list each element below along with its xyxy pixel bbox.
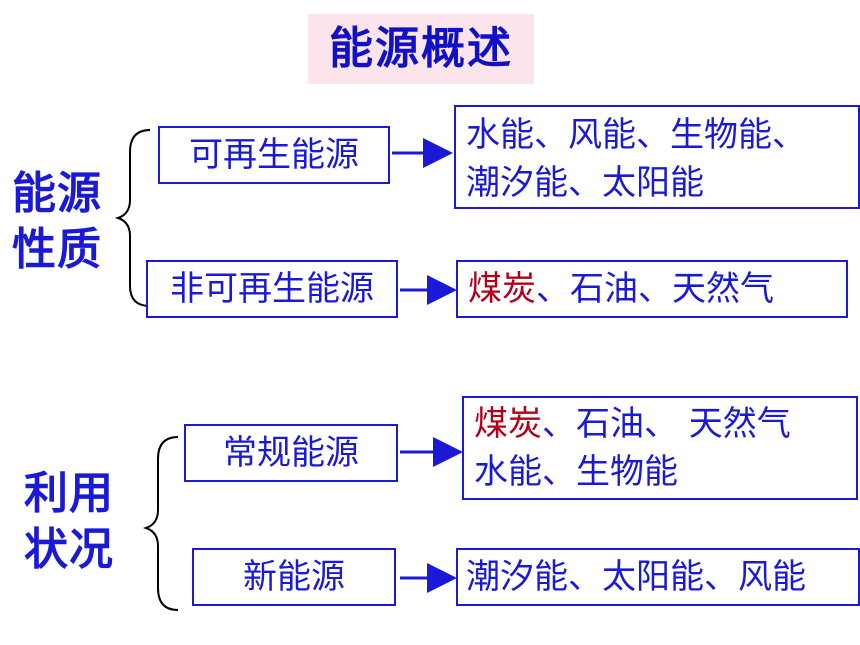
box-renewable-examples: 水能、风能、生物能、 潮汐能、太阳能 [454,105,860,209]
examples-line: 水能、生物能 [474,452,678,492]
category-usage-status: 利用 状况 [24,466,114,578]
examples-line: 煤炭、石油、 天然气 [474,400,856,448]
examples-line: 潮汐能、太阳能 [466,163,704,203]
highlight-text: 煤炭 [468,269,536,309]
box-conventional: 常规能源 [184,424,398,482]
brace-group2 [142,436,179,611]
box-nonrenewable-examples: 煤炭、石油、天然气 [456,260,848,318]
category-energy-nature: 能源 性质 [12,166,102,278]
box-new-energy: 新能源 [192,548,396,606]
examples-text: 、石油、 天然气 [542,404,791,444]
brace-group1 [114,129,151,307]
category-label: 利用 [24,468,114,519]
highlight-text: 煤炭 [474,404,542,444]
category-label: 状况 [24,524,114,575]
box-new-energy-examples: 潮汐能、太阳能、风能 [456,548,860,606]
category-label: 能源 [12,168,102,219]
box-nonrenewable: 非可再生能源 [146,260,398,318]
box-conventional-examples: 煤炭、石油、 天然气 水能、生物能 [462,396,858,500]
examples-line: 水能、风能、生物能、 [466,115,806,155]
page-title: 能源概述 [308,14,534,84]
category-label: 性质 [12,224,102,275]
examples-text: 、石油、天然气 [536,269,774,309]
box-renewable: 可再生能源 [158,126,390,184]
